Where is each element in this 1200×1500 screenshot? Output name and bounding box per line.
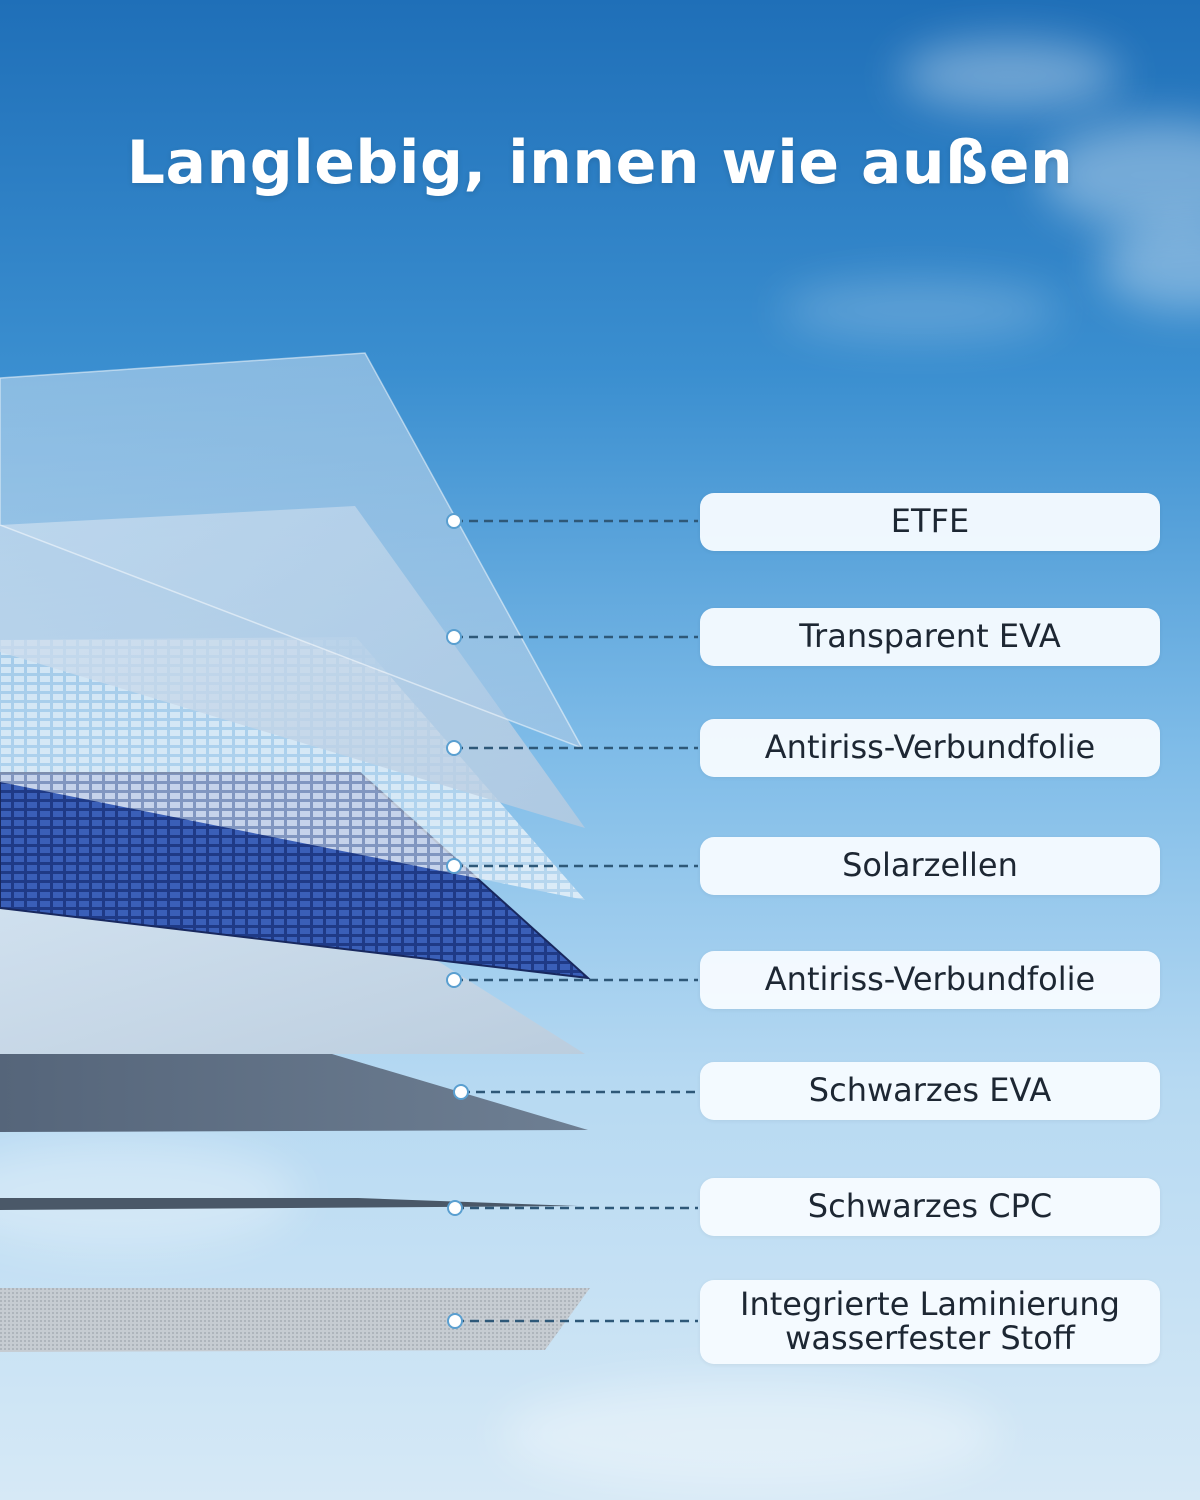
layer-black-cpc (0, 1198, 578, 1210)
label-text: Transparent EVA (799, 617, 1061, 656)
connector-dot (446, 740, 462, 756)
label-black-eva: Schwarzes EVA (700, 1062, 1160, 1120)
label-transparent-eva: Transparent EVA (700, 608, 1160, 666)
layer-antiriss-film-1 (0, 637, 585, 900)
label-solar-cells: Solarzellen (700, 837, 1160, 895)
connector-dot (446, 972, 462, 988)
label-text: ETFE (890, 502, 970, 541)
connectors (446, 513, 698, 1329)
connector-dot (447, 1313, 463, 1329)
label-text: Integrierte Laminierung wasserfester Sto… (740, 1285, 1120, 1357)
label-black-cpc: Schwarzes CPC (700, 1178, 1160, 1236)
layer-black-eva (0, 1054, 588, 1132)
layer-antiriss-film-2 (0, 905, 585, 1054)
label-text: Solarzellen (842, 846, 1018, 885)
label-text: Schwarzes CPC (807, 1187, 1053, 1226)
connector-dot (453, 1084, 469, 1100)
label-etfe: ETFE (700, 493, 1160, 551)
label-antiriss-film-2: Antiriss-Verbundfolie (700, 951, 1160, 1009)
label-antiriss-film-1: Antiriss-Verbundfolie (700, 719, 1160, 777)
cloud (500, 1380, 1000, 1490)
connector-dot (446, 513, 462, 529)
connector-dot (447, 1200, 463, 1216)
cloud (0, 1140, 300, 1250)
connector-dot (446, 629, 462, 645)
label-text: Schwarzes EVA (808, 1071, 1052, 1110)
label-text: Antiriss-Verbundfolie (764, 960, 1096, 999)
cloud (900, 40, 1120, 110)
page-title: Langlebig, innen wie außen (126, 128, 1074, 198)
layer-fabric (0, 1288, 590, 1352)
label-text: Antiriss-Verbundfolie (764, 728, 1096, 767)
layer-transparent-eva (0, 506, 585, 828)
label-fabric: Integrierte Laminierung wasserfester Sto… (700, 1280, 1160, 1364)
connector-dot (446, 858, 462, 874)
cloud (780, 280, 1060, 340)
